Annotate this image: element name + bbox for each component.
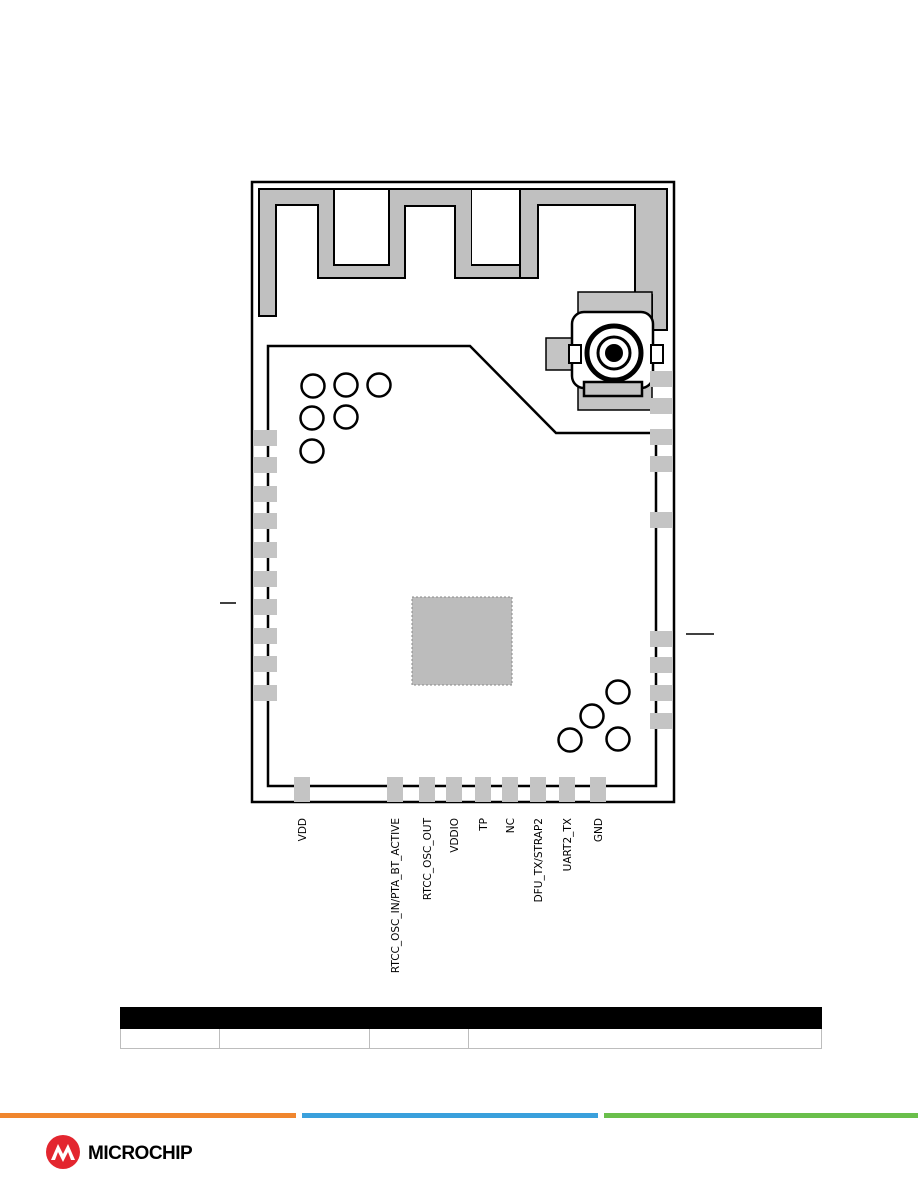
table-header-cell xyxy=(468,1007,822,1029)
pin-label-rtcc-osc-in: RTCC_OSC_IN/PTA_BT_ACTIVE xyxy=(390,818,402,973)
table-header-cell xyxy=(219,1007,370,1029)
ground-pad xyxy=(411,596,513,686)
right-pads xyxy=(650,371,673,729)
table-cell xyxy=(369,1028,469,1049)
microchip-logo-icon xyxy=(46,1135,80,1169)
via-circles xyxy=(299,372,631,753)
footer-bar-orange xyxy=(0,1113,296,1118)
module-outline xyxy=(250,180,676,804)
ufl-connector xyxy=(545,291,664,411)
pin-label-tp: TP xyxy=(478,818,490,832)
footer-bar-green xyxy=(604,1113,918,1118)
left-pads xyxy=(253,430,277,701)
footer-bar-blue xyxy=(302,1113,598,1118)
microchip-logo: MICROCHIP xyxy=(46,1135,194,1169)
table-row xyxy=(120,1028,822,1049)
pin-label-gnd: GND xyxy=(593,818,605,842)
pin-label-rtcc-osc-out: RTCC_OSC_OUT xyxy=(422,817,434,900)
antenna-inner xyxy=(333,188,390,266)
pin-label-nc: NC xyxy=(505,818,517,833)
pin-table xyxy=(120,1007,822,1049)
table-header-cell xyxy=(120,1007,220,1029)
antenna-gap xyxy=(472,190,519,264)
table-cell xyxy=(120,1028,220,1049)
table-cell xyxy=(468,1028,822,1049)
pin-label-dfu-tx: DFU_TX/STRAP2 xyxy=(533,818,545,902)
pin-label-uart2-tx: UART2_TX xyxy=(562,818,574,871)
bottom-pads xyxy=(294,777,606,802)
pin-label-vddio: VDDIO xyxy=(449,818,461,853)
table-cell xyxy=(219,1028,370,1049)
pin-label-vdd: VDD xyxy=(297,818,309,841)
table-header-cell xyxy=(369,1007,469,1029)
table-header-row xyxy=(120,1007,822,1029)
microchip-logo-text: MICROCHIP xyxy=(88,1143,193,1164)
